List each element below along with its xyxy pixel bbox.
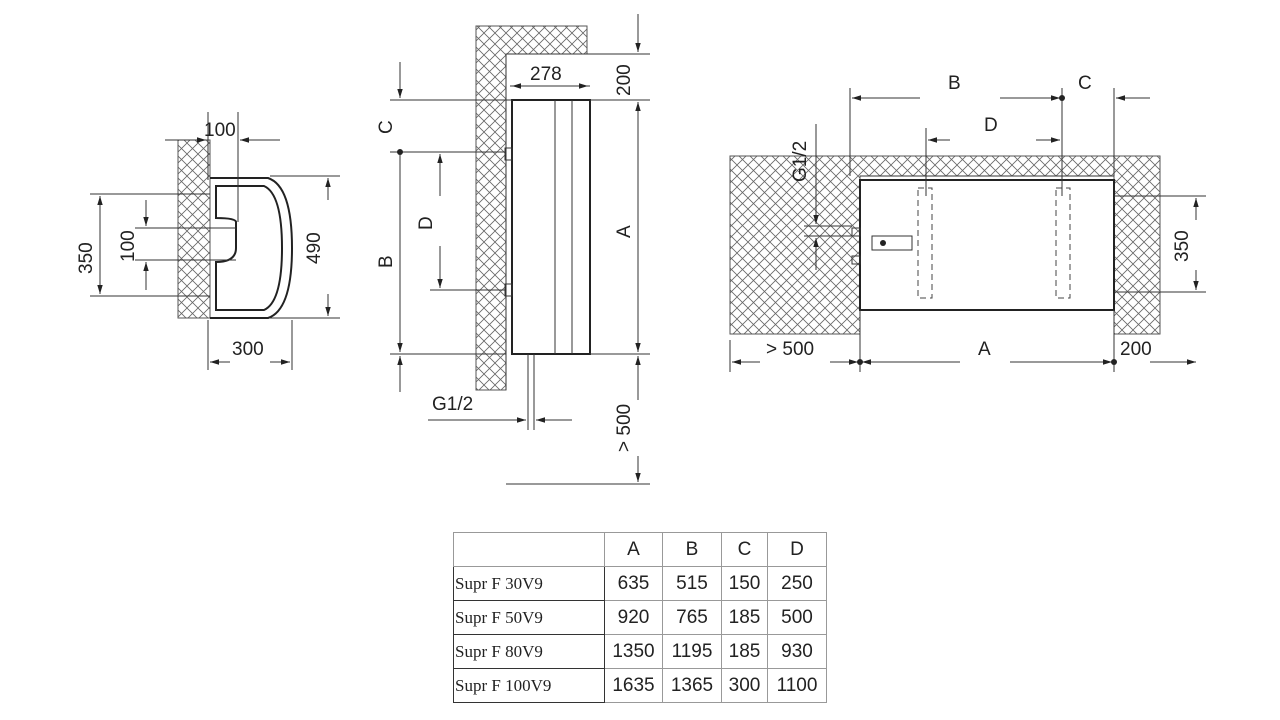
value-b: 1195 xyxy=(662,634,722,669)
front-view-height: 350 xyxy=(1172,230,1193,262)
model-name: Supr F 50V9 xyxy=(453,600,605,635)
value-c: 185 xyxy=(721,634,768,669)
side-view-top-clearance: 200 xyxy=(614,64,635,96)
top-view-wall xyxy=(177,139,211,319)
model-name: Supr F 30V9 xyxy=(453,566,605,601)
table-row: Supr F 100V9 1635 1365 300 1100 xyxy=(453,668,827,703)
top-view: 100 350 100 490 300 xyxy=(76,112,340,370)
value-a: 920 xyxy=(604,600,663,635)
value-d: 930 xyxy=(767,634,827,669)
table-header-d: D xyxy=(767,532,827,567)
front-view-label-c: C xyxy=(1078,73,1092,94)
value-b: 515 xyxy=(662,566,722,601)
side-view-label-d: D xyxy=(416,216,437,230)
side-view-depth: 278 xyxy=(530,64,562,85)
value-d: 500 xyxy=(767,600,827,635)
top-view-height-left: 350 xyxy=(76,242,97,274)
table-row: Supr F 30V9 635 515 150 250 xyxy=(453,566,827,601)
dimensions-table: A B C D Supr F 30V9 635 515 150 250 Supr… xyxy=(453,532,827,703)
side-view-bottom-clearance: > 500 xyxy=(614,404,635,452)
side-view-label-c: C xyxy=(376,120,397,134)
model-name: Supr F 80V9 xyxy=(453,634,605,669)
table-header-a: A xyxy=(604,532,663,567)
model-name: Supr F 100V9 xyxy=(453,668,605,703)
value-b: 765 xyxy=(662,600,722,635)
top-view-spacing: 100 xyxy=(118,230,139,262)
table-row: Supr F 50V9 920 765 185 500 xyxy=(453,600,827,635)
front-view-label-d: D xyxy=(984,115,998,136)
front-view-left-clearance: > 500 xyxy=(766,339,814,360)
side-view-pipe-label: G1/2 xyxy=(432,394,473,415)
top-view-width-bottom: 300 xyxy=(232,339,264,360)
table-header-row: A B C D xyxy=(453,532,827,567)
top-view-tank-outline xyxy=(210,177,294,319)
table-header-c: C xyxy=(721,532,768,567)
value-c: 185 xyxy=(721,600,768,635)
front-view-label-a: A xyxy=(978,339,991,360)
value-b: 1365 xyxy=(662,668,722,703)
top-view-width-top: 100 xyxy=(204,120,236,141)
value-a: 635 xyxy=(604,566,663,601)
value-a: 1350 xyxy=(604,634,663,669)
top-view-height-right: 490 xyxy=(304,232,325,264)
front-view-tank xyxy=(859,179,1115,311)
side-view-label-a: A xyxy=(614,225,635,238)
table-row: Supr F 80V9 1350 1195 185 930 xyxy=(453,634,827,669)
side-view-tank xyxy=(511,99,591,355)
table-corner-cell xyxy=(453,532,605,567)
front-view-pipe-label: G1/2 xyxy=(790,141,811,182)
table-header-b: B xyxy=(662,532,722,567)
top-view-tank-inner xyxy=(215,185,284,311)
value-d: 1100 xyxy=(767,668,827,703)
front-view-label-b: B xyxy=(948,73,961,94)
value-d: 250 xyxy=(767,566,827,601)
value-a: 1635 xyxy=(604,668,663,703)
side-view-label-b: B xyxy=(376,255,397,268)
value-c: 150 xyxy=(721,566,768,601)
front-view: G1/2 B C D 350 > 500 A 200 xyxy=(729,73,1206,372)
value-c: 300 xyxy=(721,668,768,703)
front-view-right-clearance: 200 xyxy=(1120,339,1152,360)
side-view: 278 200 A C B D G1/2 > 500 xyxy=(376,14,650,485)
